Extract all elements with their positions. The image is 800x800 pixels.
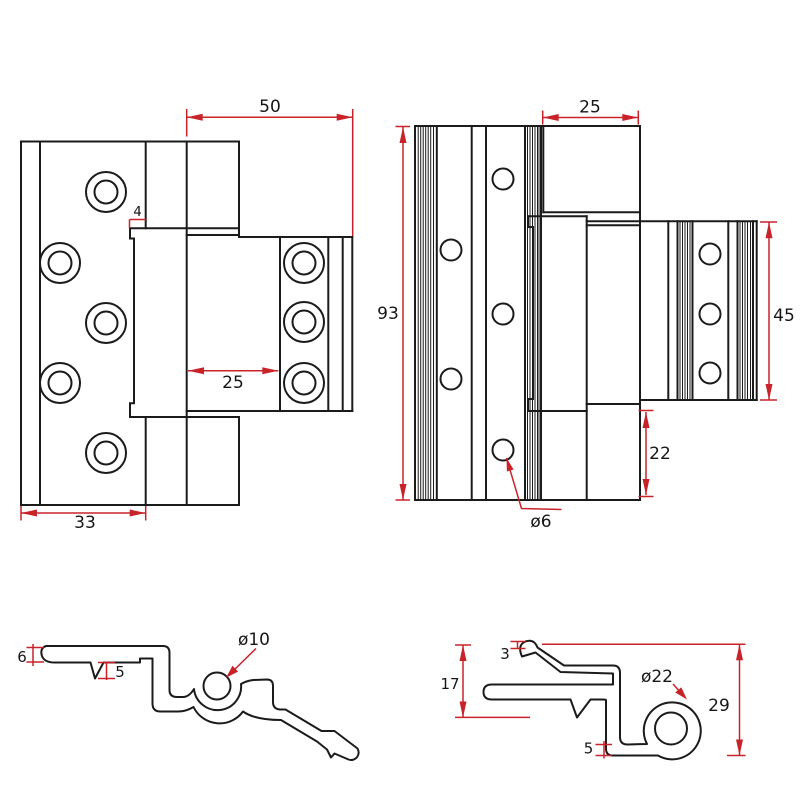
dim-5a-lines <box>98 661 115 680</box>
front-screw-holes <box>39 171 325 474</box>
screw-hole <box>85 302 127 344</box>
dim-label-total-height: 93 <box>377 304 399 324</box>
arrowhead <box>188 367 204 375</box>
screw-hole <box>85 432 127 474</box>
dim-93-lines <box>395 125 410 501</box>
screw-hole <box>698 242 722 266</box>
arrowhead <box>622 114 639 121</box>
profile-section-right: 3 17 ø22 29 5 <box>440 639 746 761</box>
screw-hole <box>439 238 463 262</box>
dim-label-total-height-right: 29 <box>708 696 730 716</box>
dim-o6-leader <box>505 457 562 511</box>
arrowhead <box>736 739 743 756</box>
dim-label-pin-to-screws: 25 <box>222 373 244 393</box>
door-profile-outline <box>482 639 702 761</box>
arrowhead <box>399 127 407 143</box>
hinge-front-view: 50 4 25 33 <box>20 97 354 533</box>
dim-33-lines <box>20 506 147 521</box>
arrowhead <box>642 412 650 428</box>
dim-label-leaf-height: 45 <box>773 306 795 326</box>
screw-hole <box>698 361 722 385</box>
screw-hole <box>491 302 515 326</box>
screw-hole <box>283 301 325 343</box>
arrowhead <box>459 701 467 718</box>
dim-29-lines <box>542 643 746 757</box>
front-notch-column <box>129 227 135 418</box>
screw-hole-inner <box>291 309 317 335</box>
dim-label-arm-height: 17 <box>440 675 459 693</box>
screw-hole <box>283 242 325 284</box>
dim-6-lines <box>26 644 44 666</box>
arrowhead <box>765 384 773 400</box>
screw-hole <box>491 438 515 462</box>
profile-right-dimensions: 3 17 ø22 29 5 <box>440 640 746 759</box>
dim-5b-lines <box>595 741 612 759</box>
frame-profile-outline <box>40 645 360 761</box>
dim-label-rebate-step: 4 <box>133 204 142 220</box>
screw-hole-inner <box>291 370 317 396</box>
front-outline <box>20 140 354 506</box>
arrowhead <box>186 113 203 121</box>
back-screw-holes <box>439 167 722 462</box>
dim-label-leaf-width: 50 <box>259 97 281 117</box>
back-dimensions: 93 25 45 22 ø6 <box>377 98 795 533</box>
arrowhead <box>226 665 239 678</box>
screw-hole-inner <box>291 250 317 276</box>
arrowhead <box>736 644 743 661</box>
screw-hole-inner <box>93 179 119 205</box>
arrowhead <box>506 458 514 472</box>
hinge-back-view: 93 25 45 22 ø6 <box>377 98 795 533</box>
pin-hole <box>202 671 232 701</box>
screw-hole <box>698 302 722 326</box>
arrowhead <box>129 509 146 517</box>
back-outline <box>414 125 758 501</box>
arrowhead <box>399 484 407 500</box>
screw-hole-inner <box>47 370 73 396</box>
dim-label-lip-height: 3 <box>500 645 510 663</box>
dim-label-plate-width: 33 <box>74 513 96 533</box>
dim-label-knuckle-dia: ø22 <box>641 667 673 687</box>
arrowhead <box>262 367 279 375</box>
arrowhead <box>642 479 650 495</box>
dim-label-screw-hole-dia: ø6 <box>530 512 551 532</box>
screw-hole-inner <box>93 310 119 336</box>
screw-hole <box>439 367 463 391</box>
knuckle-hole <box>654 711 688 746</box>
screw-hole <box>39 362 81 404</box>
dim-45-lines <box>760 221 777 401</box>
extrusion-hatch-lines <box>417 127 751 499</box>
screw-hole-inner <box>47 250 73 276</box>
dim-label-notch-depth: 5 <box>115 663 125 681</box>
screw-hole <box>85 171 127 213</box>
screw-hole <box>39 242 81 284</box>
dim-label-foot-thickness: 5 <box>584 740 594 758</box>
arrowhead <box>675 687 687 700</box>
dim-4-lines <box>128 218 147 229</box>
arrowhead <box>459 645 467 661</box>
arrowhead <box>336 113 353 121</box>
screw-hole <box>283 362 325 404</box>
dim-3-lines <box>510 640 526 650</box>
profile-left-dimensions: 6 5 ø10 <box>17 630 270 681</box>
dim-label-pin-hole-dia: ø10 <box>238 630 270 650</box>
dim-label-bottom-offset: 22 <box>649 444 671 464</box>
arrowhead <box>21 509 37 517</box>
screw-hole <box>491 167 515 191</box>
profile-section-left: 6 5 ø10 <box>17 630 360 761</box>
dim-label-flange-thickness: 6 <box>17 648 27 666</box>
dim-label-barrel-width: 25 <box>579 98 601 118</box>
front-dimensions: 50 4 25 33 <box>20 97 354 533</box>
arrowhead <box>765 222 773 239</box>
arrowhead <box>542 114 559 121</box>
screw-hole-inner <box>93 440 119 466</box>
